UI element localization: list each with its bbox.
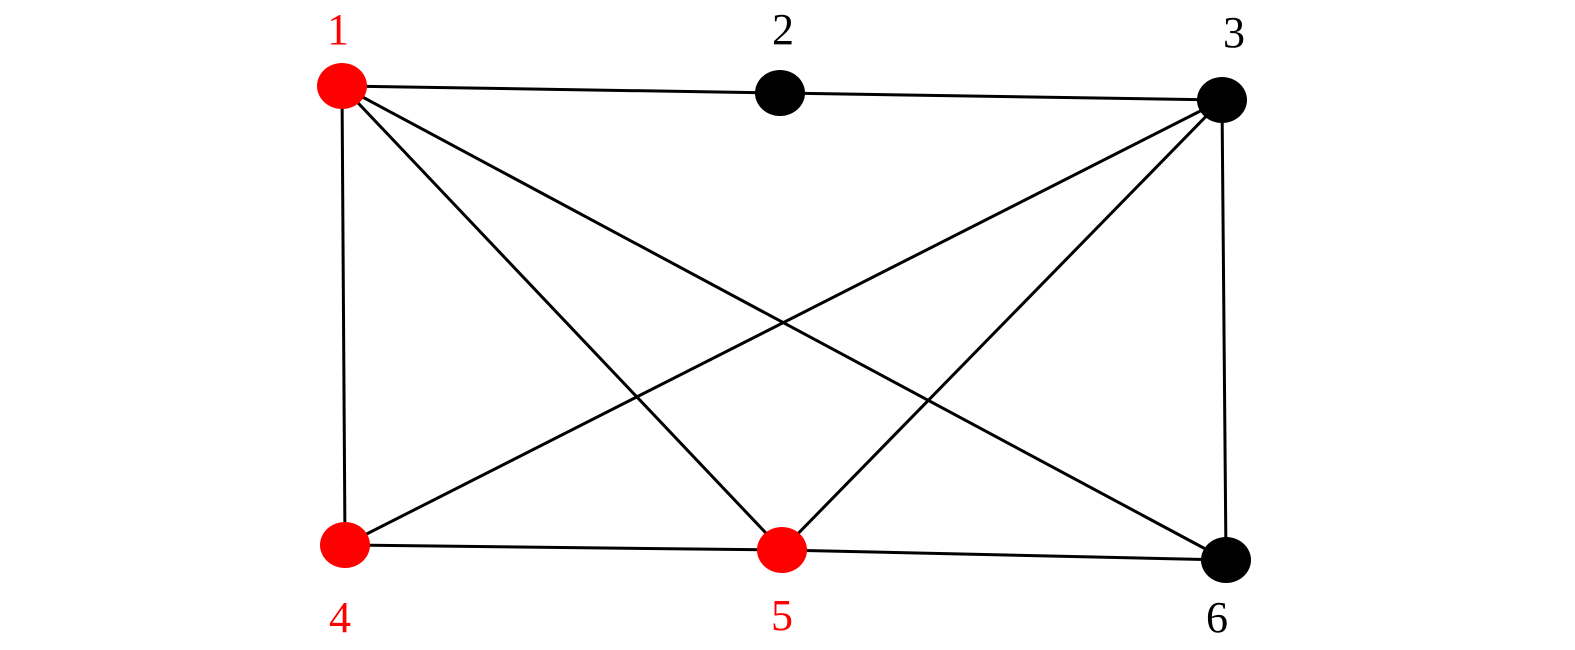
node-label-1: 1	[327, 5, 349, 54]
edge-1-5	[340, 84, 784, 552]
node-5	[757, 527, 807, 573]
edge-1-2	[341, 84, 781, 95]
edge-2-3	[779, 91, 1223, 102]
node-1	[317, 63, 367, 109]
edge-3-5	[780, 98, 1224, 552]
node-3	[1197, 77, 1247, 123]
edge-1-4	[340, 85, 347, 546]
edges-group	[340, 84, 1228, 562]
edge-4-5	[344, 543, 783, 552]
node-label-6: 6	[1206, 593, 1228, 642]
edge-3-4	[344, 98, 1223, 547]
edge-5-6	[781, 548, 1227, 562]
node-label-3: 3	[1223, 8, 1245, 57]
node-4	[320, 522, 370, 568]
node-2	[755, 70, 805, 116]
edge-3-6	[1220, 99, 1228, 561]
node-label-5: 5	[771, 591, 793, 640]
node-label-2: 2	[772, 5, 794, 54]
nodes-group	[317, 63, 1251, 583]
node-label-4: 4	[329, 593, 351, 642]
node-6	[1201, 537, 1251, 583]
labels-group: 1 2 3 4 5 6	[327, 5, 1245, 642]
